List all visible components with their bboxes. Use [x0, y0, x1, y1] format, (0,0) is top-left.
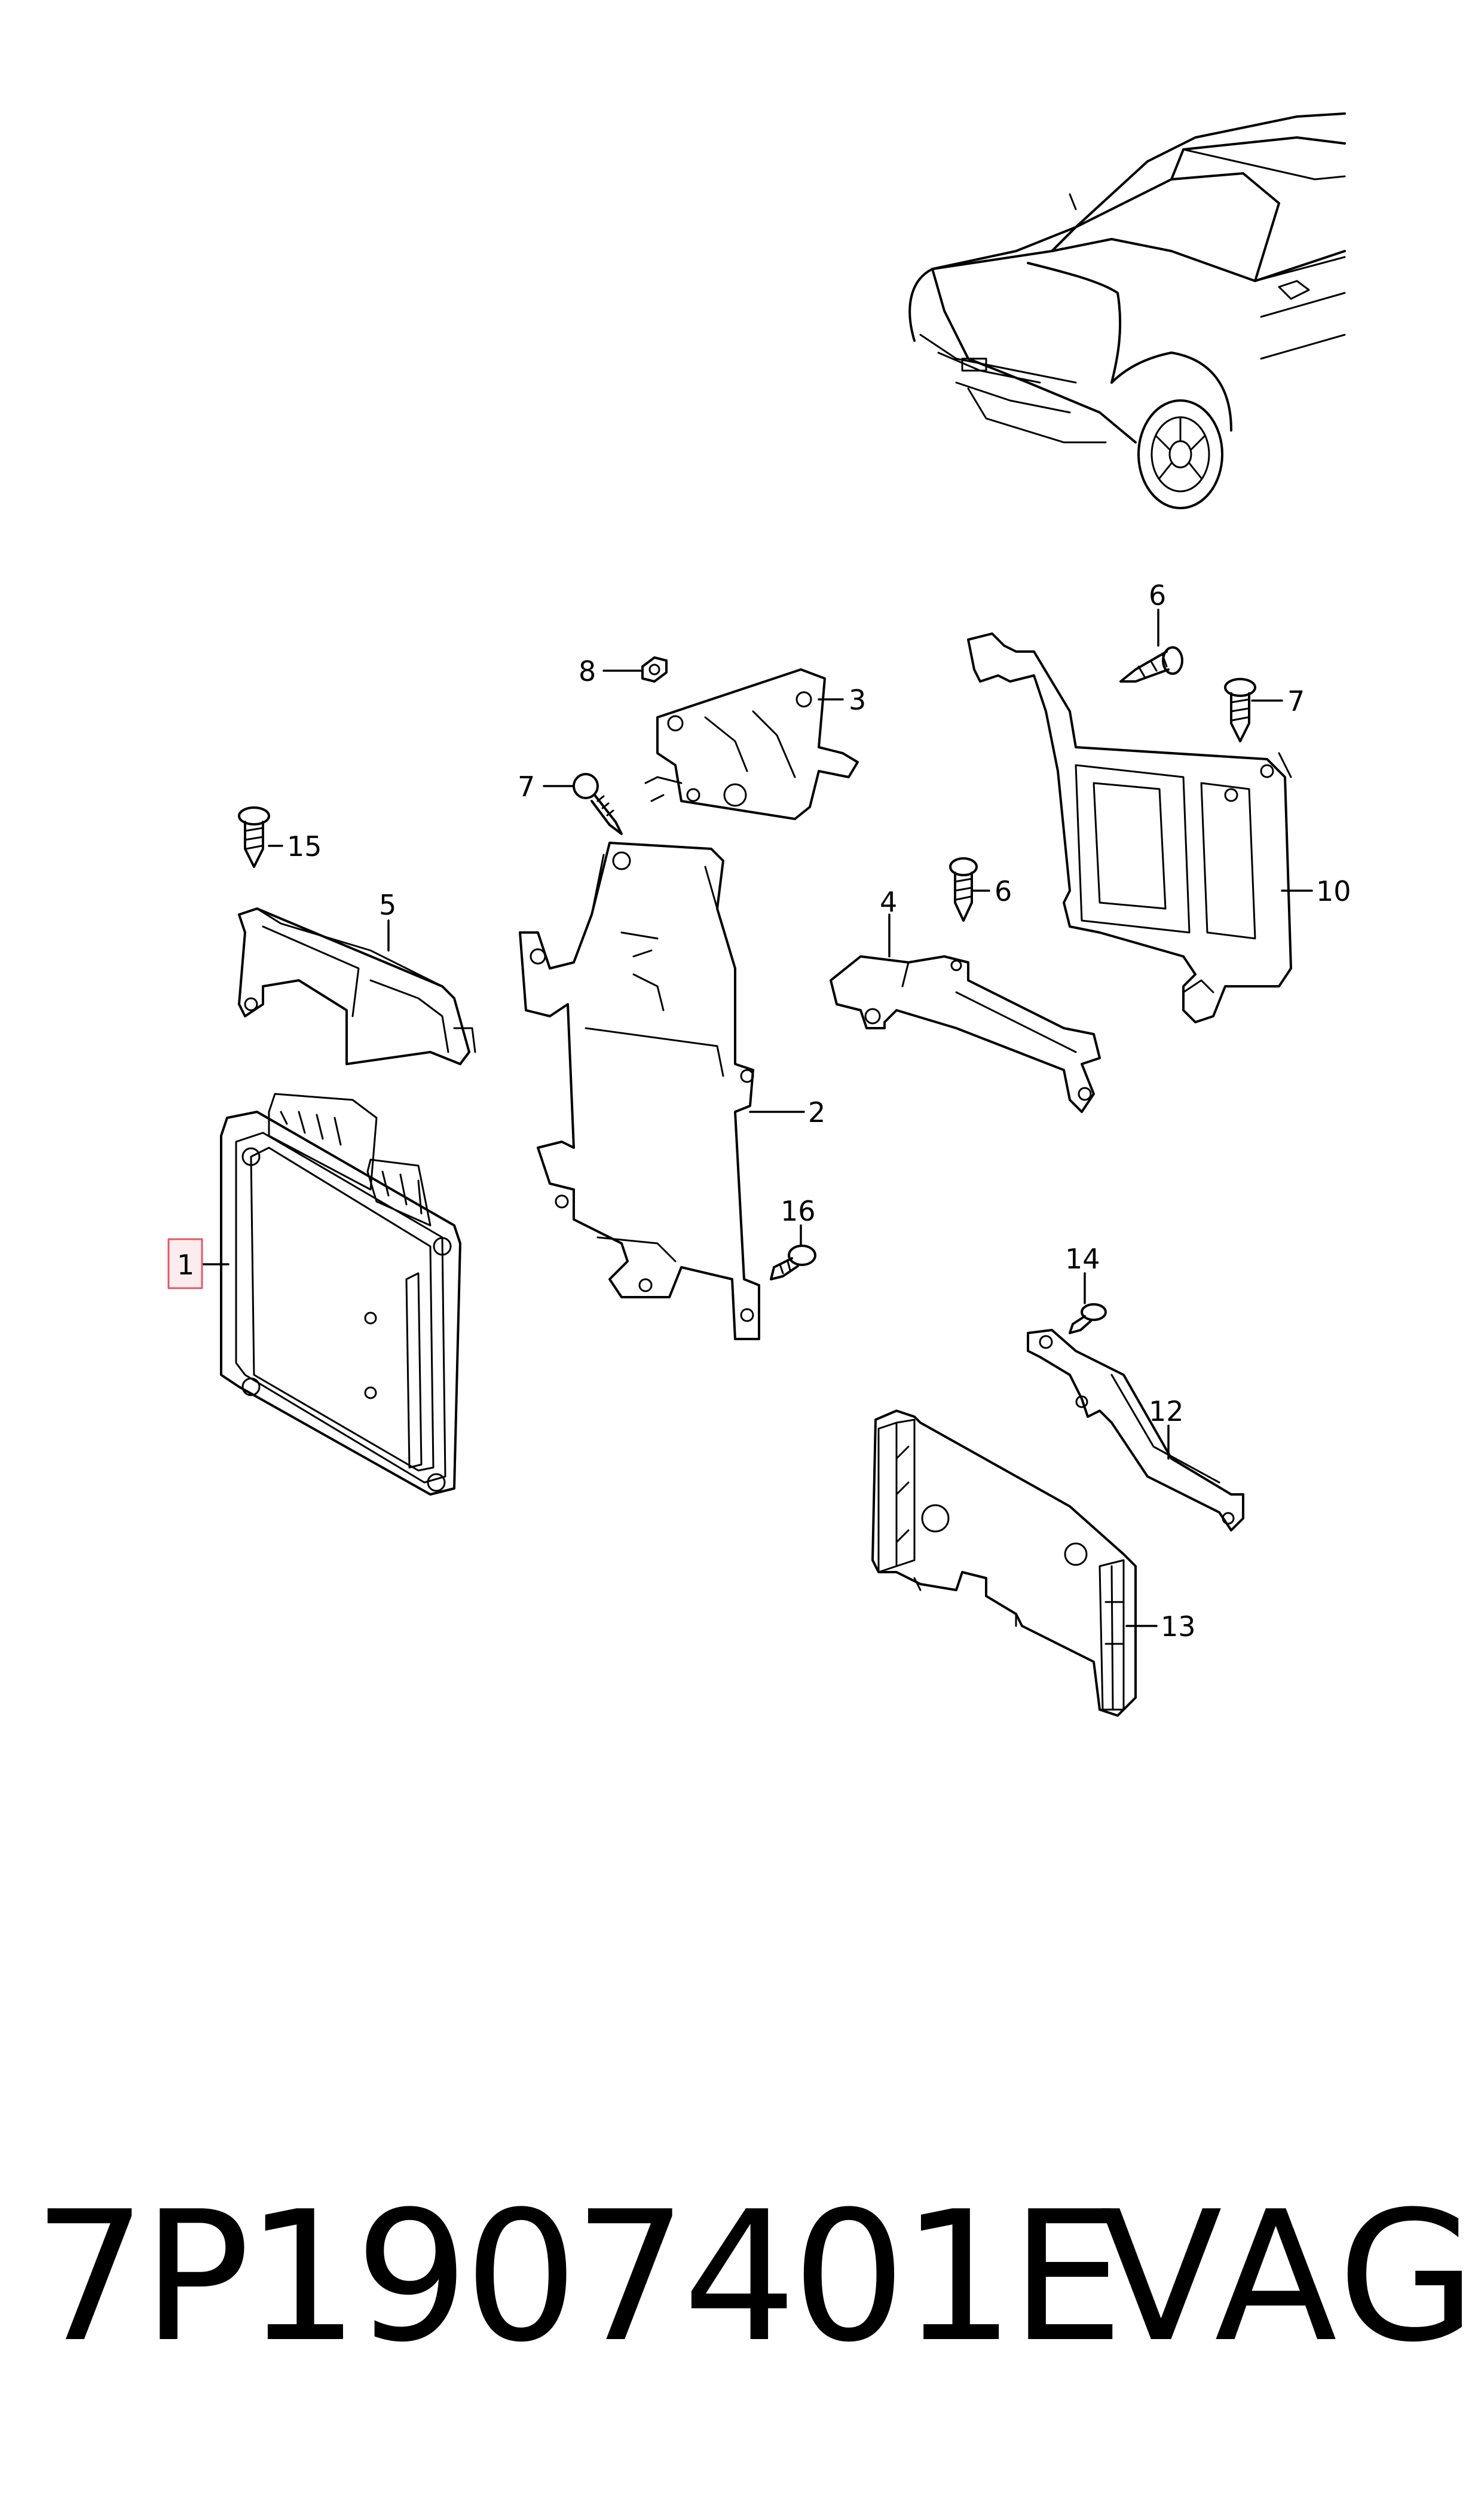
part-12-bracket	[1027, 1329, 1244, 1531]
callout-12: 12	[1149, 1395, 1184, 1427]
callout-10: 10	[1316, 875, 1351, 907]
part-7-screw-left	[573, 773, 623, 835]
callout-1: 1	[177, 1249, 194, 1281]
callout-6-middle: 6	[995, 875, 1012, 907]
callout-5: 5	[379, 889, 396, 921]
brand-name: VAG	[1100, 2173, 1480, 2382]
part-13-holder	[871, 1410, 1137, 1717]
callout-6-top: 6	[1149, 579, 1166, 612]
part-5-cover	[238, 907, 476, 1065]
part-8-nut	[641, 656, 668, 683]
callout-14: 14	[1065, 1243, 1100, 1275]
part-2-bracket	[519, 842, 760, 1340]
callout-7-right: 7	[1287, 685, 1305, 717]
callout-3: 3	[849, 684, 866, 716]
part-10-bracket	[967, 632, 1292, 1023]
part-6-screw-middle	[949, 857, 978, 922]
part-3-upper-bracket	[644, 668, 859, 820]
part-7-screw-right	[1224, 678, 1256, 742]
callout-13: 13	[1161, 1610, 1196, 1643]
part-15-screw	[238, 806, 270, 868]
callout-labels: 1 2 3 4 5 6 6 7 7 8 10 12 13 14 15 16	[167, 579, 1351, 1643]
vehicle-illustration	[908, 112, 1346, 509]
part-4-bracket	[830, 955, 1101, 1113]
callout-16: 16	[781, 1195, 816, 1227]
part-16-screw	[770, 1245, 816, 1280]
part-number: 7P1907401E	[33, 2173, 1124, 2382]
callout-leaders	[201, 609, 1313, 1627]
callout-7-left: 7	[518, 771, 535, 803]
part-1-control-unit	[220, 1093, 461, 1496]
part-14-screw	[1069, 1303, 1107, 1334]
callout-15: 15	[287, 830, 322, 863]
callout-2: 2	[808, 1096, 825, 1129]
exploded-parts-diagram: 1 2 3 4 5 6 6 7 7 8 10 12 13 14 15 16	[167, 112, 1351, 1717]
part-6-screw-top	[1119, 646, 1183, 683]
callout-4: 4	[880, 886, 897, 918]
highlight-box-item-1	[167, 1238, 203, 1289]
callout-8: 8	[579, 655, 596, 687]
